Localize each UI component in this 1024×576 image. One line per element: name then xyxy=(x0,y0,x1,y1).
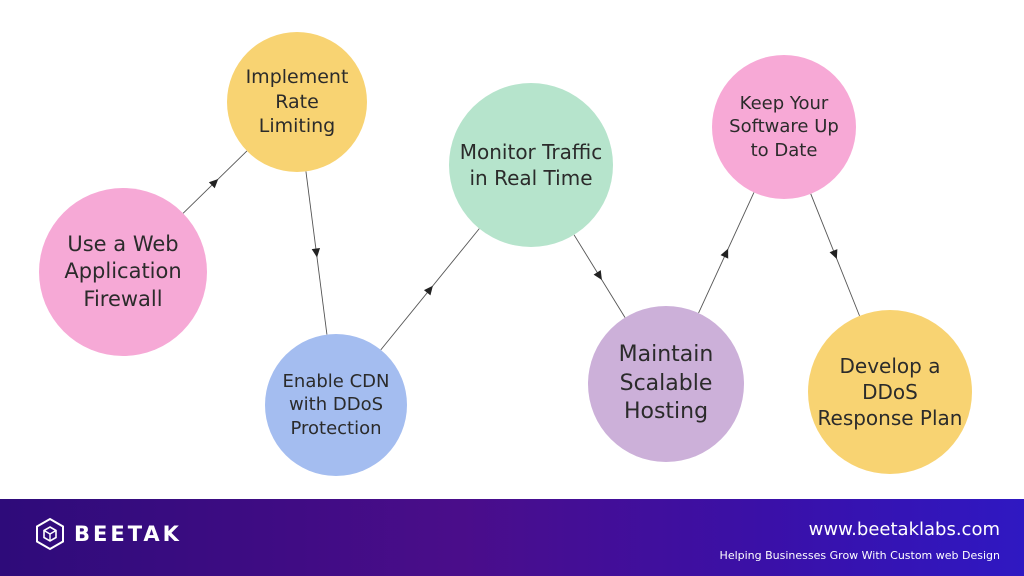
node-label-line: Keep Your xyxy=(739,92,829,114)
node-label-line: to Date xyxy=(750,139,818,161)
edge-maintain-hosting-to-keep-software xyxy=(698,192,755,314)
node-label-line: Firewall xyxy=(83,286,163,311)
edge-implement-rate-limiting-to-enable-cdn xyxy=(305,171,328,335)
footer-tagline: Helping Businesses Grow With Custom web … xyxy=(719,549,1000,562)
node-label-line: Implement xyxy=(245,65,349,88)
edge-keep-software-to-ddos-plan xyxy=(810,193,860,317)
node-label-line: Enable CDN xyxy=(282,370,390,392)
node-label-line: Response Plan xyxy=(817,406,963,430)
node-label-line: DDoS xyxy=(862,380,918,404)
node-label-line: Rate xyxy=(275,90,319,113)
node-label-line: Hosting xyxy=(623,399,709,425)
arrowhead-icon xyxy=(829,249,838,260)
arrowhead-icon xyxy=(423,285,433,296)
arrowhead-icon xyxy=(311,248,321,258)
node-label-line: Maintain xyxy=(618,342,714,368)
node-label-line: Application xyxy=(64,259,182,284)
node-label-line: Develop a xyxy=(839,354,941,378)
node-label-line: Software Up xyxy=(729,116,839,138)
brand-logo-text: BEETAK xyxy=(74,522,182,546)
node-label-line: Protection xyxy=(290,417,382,439)
edge-monitor-traffic-to-maintain-hosting xyxy=(573,234,626,318)
website-url[interactable]: www.beetaklabs.com xyxy=(808,519,1000,540)
node-label-line: Monitor Traffic xyxy=(459,140,603,164)
edge-enable-cdn-to-monitor-traffic xyxy=(380,228,480,351)
node-label-line: Limiting xyxy=(258,115,336,138)
node-label-line: Scalable xyxy=(619,370,713,396)
hexagon-cube-icon xyxy=(36,517,64,551)
footer-bar: BEETAK www.beetaklabs.com Helping Busine… xyxy=(0,499,1024,576)
node-label-line: Use a Web xyxy=(67,232,179,257)
node-label-line: with DDoS xyxy=(288,394,384,416)
arrowhead-icon xyxy=(720,248,729,259)
brand-logo: BEETAK xyxy=(34,517,182,551)
arrowhead-icon xyxy=(208,178,219,189)
arrowhead-icon xyxy=(593,270,602,281)
node-label-line: in Real Time xyxy=(469,166,593,190)
edge-use-waf-to-implement-rate-limiting xyxy=(182,150,248,214)
